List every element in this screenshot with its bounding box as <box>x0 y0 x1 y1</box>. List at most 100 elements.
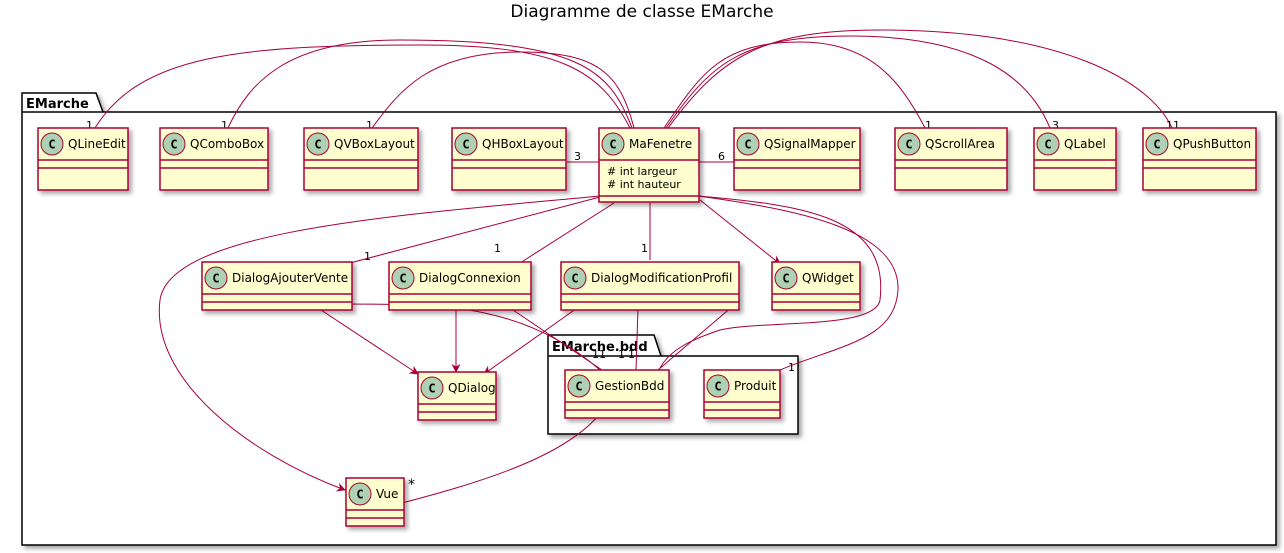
class-stereotype-letter: C <box>314 138 321 152</box>
class-circle-icon <box>563 266 587 290</box>
class-name: QSignalMapper <box>764 137 856 151</box>
class-circle-icon <box>162 132 186 156</box>
edge-dialogmodificationprofil-gestionbdd-a <box>635 307 639 371</box>
class-stereotype-letter: C <box>356 488 363 502</box>
mult-gestionbdd-a: 11 <box>592 348 606 361</box>
mult-gestionbdd-b: 1 <box>618 348 625 361</box>
class-stereotype-letter: C <box>575 380 582 394</box>
mult-qcombobox: 1 <box>221 119 228 132</box>
mult-qvboxlayout: 1 <box>366 119 373 132</box>
class-circle-icon <box>1036 132 1060 156</box>
edge-mafenetre-qvboxlayout <box>371 51 635 129</box>
class-stereotype-letter: C <box>905 138 912 152</box>
class-qlabel[interactable]: C QLabel <box>1033 127 1117 191</box>
edge-mafenetre-qpushbutton <box>667 29 1173 129</box>
class-name: QHBoxLayout <box>482 137 564 151</box>
class-stereotype-letter: C <box>1044 138 1051 152</box>
class-qhboxlayout[interactable]: C QHBoxLayout <box>451 127 567 191</box>
edge-gestionbdd-vue <box>401 415 599 504</box>
class-circle-icon <box>391 266 415 290</box>
class-circle-icon <box>897 132 921 156</box>
class-name: Produit <box>734 379 777 393</box>
mult-dialogmodificationprofil: 1 <box>641 242 648 255</box>
class-circle-icon <box>1145 132 1169 156</box>
class-circle-icon <box>454 132 478 156</box>
class-name: DialogModificationProfil <box>591 271 732 285</box>
edge-dialogconnexion-gestionbdd <box>509 307 603 371</box>
class-name: DialogConnexion <box>419 271 521 285</box>
class-name: QScrollArea <box>925 137 995 151</box>
edge-mafenetre-qcombobox <box>227 39 633 129</box>
class-stereotype-letter: C <box>48 138 55 152</box>
class-stereotype-letter: C <box>1153 138 1160 152</box>
edge-mafenetre-qlabel <box>665 35 1051 129</box>
class-circle-icon <box>706 374 730 398</box>
class-vue[interactable]: C Vue <box>345 477 405 527</box>
class-stereotype-letter: C <box>744 138 751 152</box>
package-emarche: EMarche <box>21 92 1277 546</box>
edge-dialogajoutervente-gestionbdd <box>349 303 601 371</box>
mult-vue: * <box>408 477 415 493</box>
class-qpushbutton[interactable]: C QPushButton <box>1142 127 1257 191</box>
class-box <box>201 261 353 311</box>
class-name: MaFenetre <box>629 137 692 151</box>
relations <box>94 29 1173 504</box>
class-stereotype-letter: C <box>212 272 219 286</box>
class-stereotype-letter: C <box>609 138 616 152</box>
class-stereotype-letter: C <box>170 138 177 152</box>
class-circle-icon <box>348 482 372 506</box>
class-circle-icon <box>774 266 798 290</box>
mult-gestionbdd-c: 1 <box>628 348 635 361</box>
edge-dialogajoutervente-qdialog <box>317 307 419 375</box>
edge-mafenetre-vue <box>158 195 601 492</box>
class-stereotype-letter: C <box>782 272 789 286</box>
class-gestionbdd[interactable]: C GestionBdd <box>564 369 670 419</box>
edge-mafenetre-qlineedit <box>94 44 631 129</box>
class-circle-icon <box>40 132 64 156</box>
edge-mafenetre-dialogconnexion <box>519 202 615 264</box>
edge-mafenetre-produit <box>697 195 899 371</box>
class-stereotype-letter: C <box>571 272 578 286</box>
class-qscrollarea[interactable]: C QScrollArea <box>894 127 1008 191</box>
class-box <box>560 261 740 311</box>
edge-mafenetre-dialogajoutervente <box>349 196 601 264</box>
class-circle-icon <box>204 266 228 290</box>
class-qcombobox[interactable]: C QComboBox <box>159 127 269 191</box>
mult-qlineedit: 1 <box>86 119 93 132</box>
class-name: QPushButton <box>1173 137 1251 151</box>
edge-mafenetre-qscrollarea <box>663 41 926 129</box>
class-name: Vue <box>376 487 398 501</box>
edge-mafenetre-qwidget <box>699 199 781 265</box>
class-name: QLineEdit <box>68 137 126 151</box>
mult-dialogajoutervente: 1 <box>364 250 371 263</box>
mult-produit: 1 <box>788 361 795 374</box>
mult-qscrollarea: 1 <box>925 119 932 132</box>
class-dialogconnexion[interactable]: C DialogConnexion <box>388 261 532 311</box>
class-name: QComboBox <box>190 137 264 151</box>
class-attribute: # int largeur <box>607 165 677 178</box>
edge-dialogmodificationprofil-gestionbdd-b <box>657 299 741 371</box>
class-name: QLabel <box>1064 137 1106 151</box>
class-stereotype-letter: C <box>399 272 406 286</box>
class-circle-icon <box>420 376 444 400</box>
class-dialogmodificationprofil[interactable]: C DialogModificationProfil <box>560 261 740 311</box>
class-qlineedit[interactable]: C QLineEdit <box>37 127 129 191</box>
mult-dialogconnexion: 1 <box>494 242 501 255</box>
class-name: GestionBdd <box>595 379 664 393</box>
class-qsignalmapper[interactable]: C QSignalMapper <box>733 127 861 191</box>
mult-qhboxlayout: 3 <box>574 150 581 163</box>
class-circle-icon <box>306 132 330 156</box>
multiplicities: 1 1 1 3 6 1 3 11 1 1 1 11 1 1 1 * <box>86 119 1180 493</box>
diagram-title: Diagramme de classe EMarche <box>510 2 773 22</box>
class-stereotype-letter: C <box>462 138 469 152</box>
class-stereotype-letter: C <box>428 382 435 396</box>
mult-qlabel: 3 <box>1052 119 1059 132</box>
